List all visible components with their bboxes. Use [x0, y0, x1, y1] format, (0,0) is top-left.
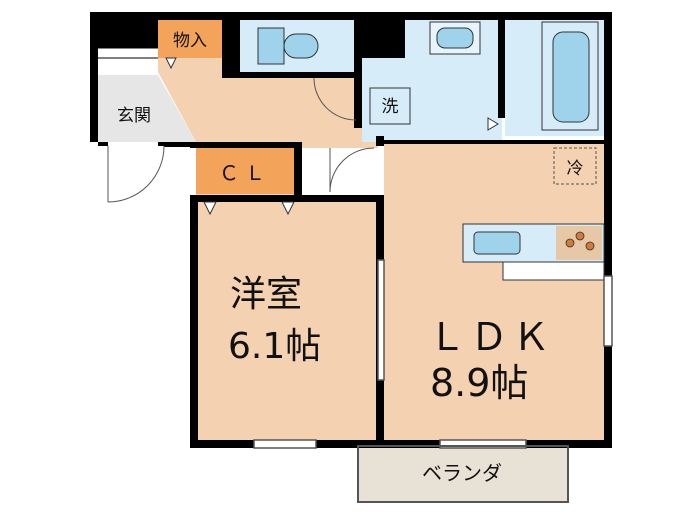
closet-label: ＣＬ [219, 161, 271, 185]
closet-door-marks [203, 201, 295, 216]
windows [253, 259, 613, 449]
entrance-floor [98, 75, 196, 142]
western-room-floor [196, 200, 381, 440]
ldk-floor [384, 140, 604, 440]
storage-floor [158, 20, 222, 58]
western-room-name: 洋室 [230, 274, 302, 315]
fridge-space [553, 147, 597, 185]
washer-label: 洗 [382, 97, 399, 117]
doors [106, 77, 375, 203]
washroom-door-mark [487, 117, 499, 131]
ldk-name: ＬＤＫ [428, 315, 554, 359]
veranda-label: ベランダ [422, 461, 502, 485]
western-room-size: 6.1帖 [228, 326, 321, 367]
veranda-floor [358, 446, 568, 502]
veranda-border [357, 445, 569, 503]
closet-floor [196, 148, 296, 194]
storage-label: 物入 [173, 31, 207, 51]
storage-door-marks [165, 57, 177, 70]
washbasin-icon [429, 21, 481, 55]
entrance-label: 玄関 [117, 106, 151, 126]
bathtub-icon [541, 21, 599, 131]
washer-pan [369, 87, 411, 125]
fridge-label: 冷 [567, 159, 584, 179]
stove-icon [556, 226, 602, 260]
toilet-icon [257, 27, 319, 65]
ldk-size: 8.9帖 [430, 361, 528, 405]
